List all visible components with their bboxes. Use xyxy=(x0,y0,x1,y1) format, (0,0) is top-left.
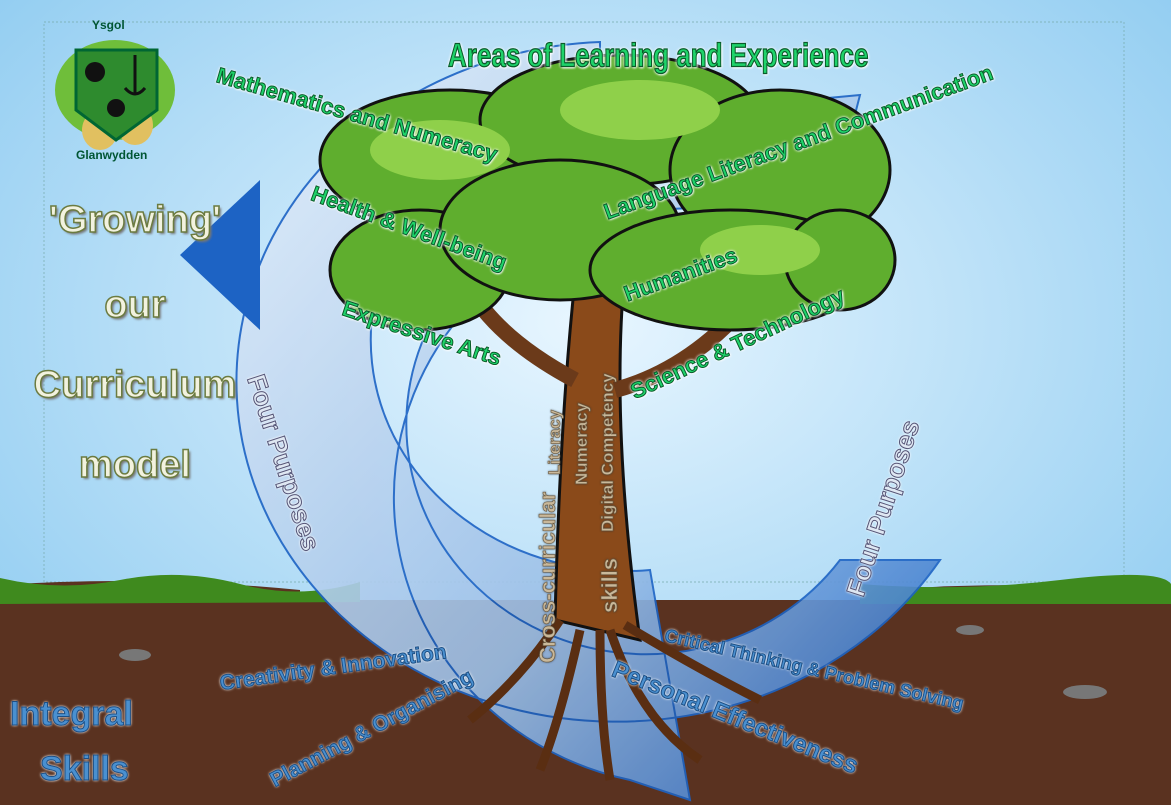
logo-top-text: Ysgol xyxy=(92,18,125,32)
logo-bottom-text: Glanwydden xyxy=(76,148,148,162)
tree xyxy=(318,53,897,781)
title-line-4: model xyxy=(78,443,191,487)
title-line-2: our xyxy=(104,283,167,327)
school-logo xyxy=(55,40,175,150)
areas-heading: Areas of Learning and Experience xyxy=(447,35,869,75)
integral-heading-2: Skills xyxy=(40,750,130,789)
cross-curricular-label: Cross-curricular xyxy=(535,491,561,664)
literacy-label: Literacy xyxy=(545,409,565,475)
numeracy-label: Numeracy xyxy=(572,402,592,485)
digital-competency-label: Digital Competency xyxy=(598,373,618,532)
title-line-1: 'Growing' xyxy=(48,198,222,242)
skills-label: skills xyxy=(597,557,623,614)
title-line-3: Curriculum xyxy=(33,363,237,407)
integral-heading-1: Integral xyxy=(10,695,134,734)
